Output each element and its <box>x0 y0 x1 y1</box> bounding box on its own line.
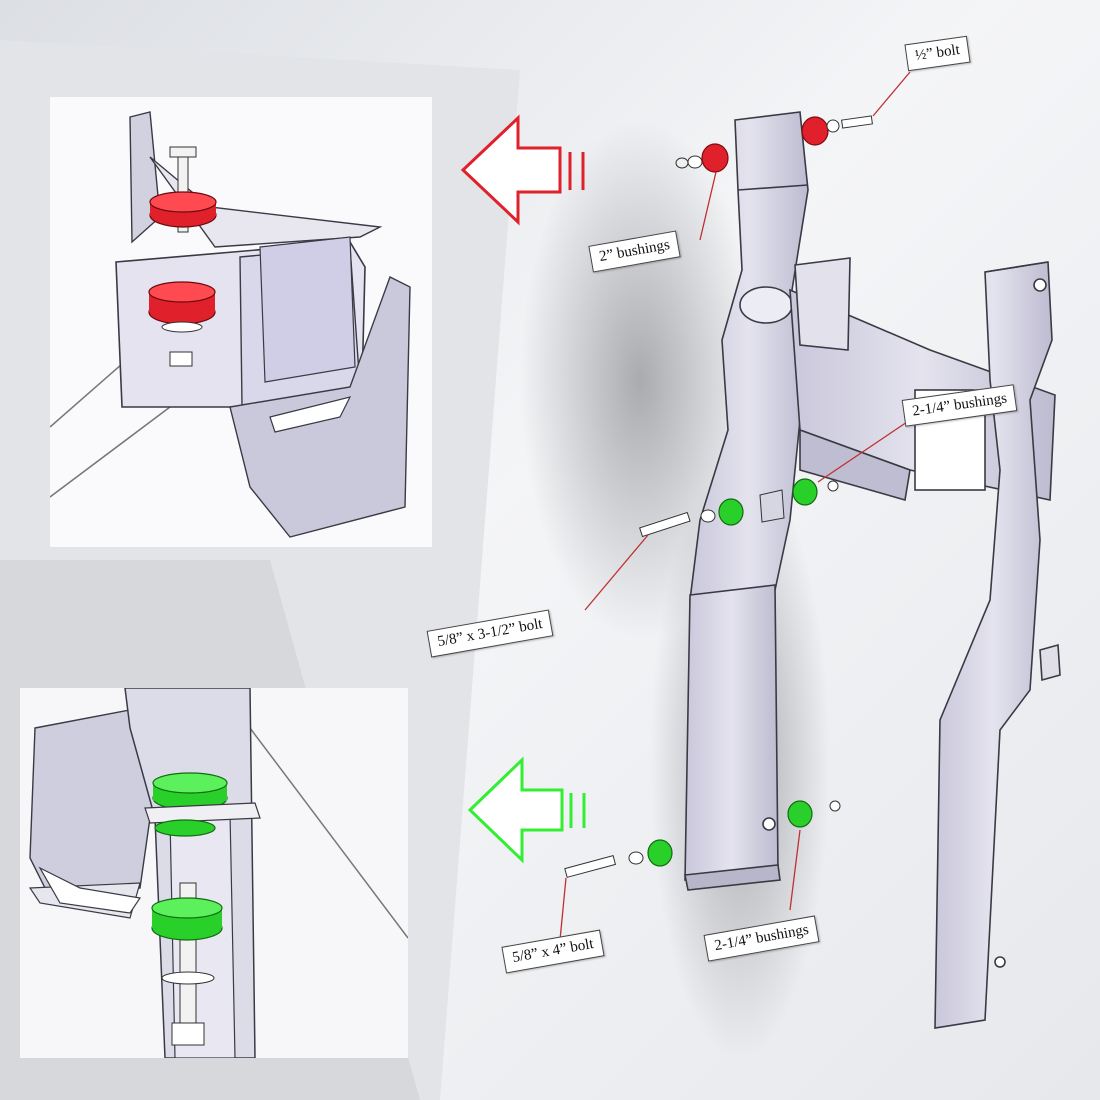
leader-line <box>699 171 717 241</box>
lower-hardware <box>564 800 841 878</box>
upper-arrow-icon <box>460 114 585 226</box>
leader-line <box>789 829 801 911</box>
washer <box>826 119 840 133</box>
leader-line <box>817 419 911 483</box>
nut <box>829 800 841 812</box>
bolt-5-8-x-4 <box>564 855 617 878</box>
nut <box>675 157 689 169</box>
washer <box>628 851 644 865</box>
upper-detail-drawing <box>50 97 432 547</box>
left-frame-rail <box>684 111 809 891</box>
green-bushing <box>787 800 813 828</box>
washer <box>700 509 716 523</box>
nut <box>827 480 839 492</box>
middle-hardware <box>639 478 839 538</box>
leader-line <box>559 877 567 941</box>
cross-member <box>789 257 1056 502</box>
lower-detail-drawing <box>20 688 408 1058</box>
leader-line <box>872 71 911 117</box>
washer <box>687 155 703 169</box>
right-frame-rail <box>934 261 1061 1029</box>
upper-detail-inset <box>50 97 432 547</box>
red-bushing <box>801 116 829 146</box>
green-bushing <box>718 498 744 526</box>
bracket-tab <box>759 489 785 523</box>
leader-lines <box>559 71 911 941</box>
half-inch-bolt <box>841 115 873 129</box>
green-bushing <box>647 839 673 867</box>
leader-line <box>584 534 649 611</box>
red-bushing <box>701 143 729 173</box>
lower-arrow-icon <box>467 756 586 864</box>
upper-hardware <box>675 115 873 173</box>
green-bushing <box>792 478 818 506</box>
bolt-5-8-x-3-1-2 <box>639 511 691 538</box>
lower-detail-inset <box>20 688 408 1058</box>
